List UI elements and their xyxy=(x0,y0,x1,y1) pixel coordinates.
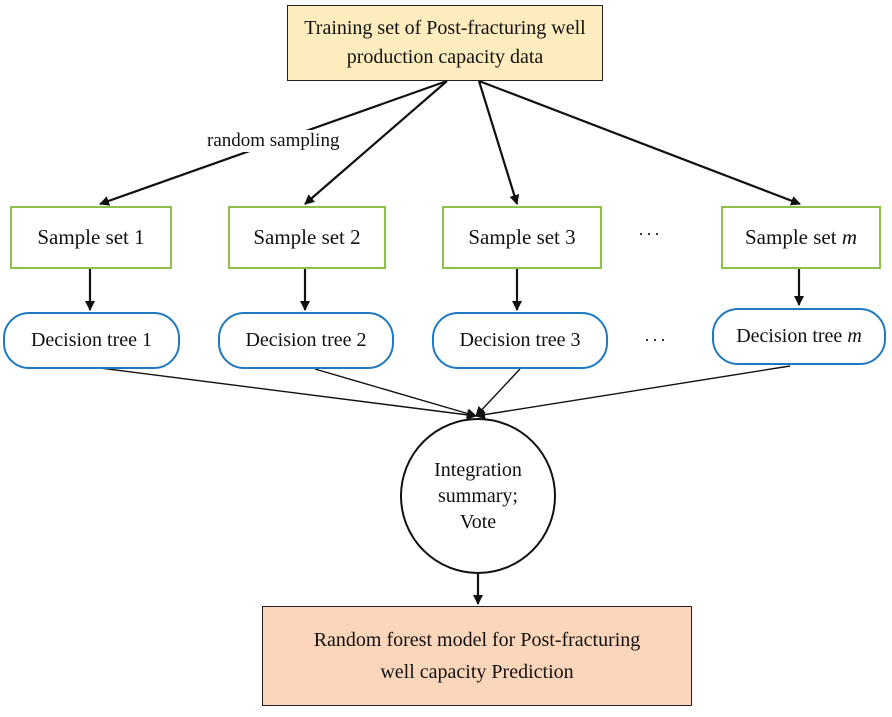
decision-tree-3-label: Decision tree 3 xyxy=(459,329,581,351)
sample-set-3-label: Sample set 3 xyxy=(468,225,576,250)
sample-set-3-box: Sample set 3 xyxy=(442,206,602,269)
sample-set-m-label: Sample set xyxy=(745,225,842,250)
integration-vote-node: Integration summary; Vote xyxy=(400,418,556,574)
decision-tree-m-variable: m xyxy=(847,325,862,347)
training-set-line-2: production capacity data xyxy=(346,46,544,68)
sample-set-m-variable: m xyxy=(841,225,857,250)
arrow-training-to-sample-m xyxy=(478,79,801,206)
decision-tree-2-label: Decision tree 2 xyxy=(245,329,367,351)
sample-set-1-label: Sample set 1 xyxy=(37,225,145,250)
decision-tree-m-label: Decision tree xyxy=(736,325,848,347)
arrow-training-to-sample-3 xyxy=(477,80,520,205)
decision-tree-3-box: Decision tree 3 xyxy=(432,312,608,369)
arrow-training-to-sample-2 xyxy=(304,80,448,205)
random-sampling-label: random sampling xyxy=(205,130,342,152)
random-forest-result-box: Random forest model for Post-fracturing … xyxy=(262,606,692,706)
sample-set-m-box: Sample set m xyxy=(721,206,881,269)
arrow-tree-2-to-integration xyxy=(314,368,477,419)
integration-line-1: Integration xyxy=(434,459,522,481)
result-line-2: well capacity Prediction xyxy=(380,661,574,683)
integration-line-2: summary; xyxy=(438,485,518,507)
samples-ellipsis: ··· xyxy=(638,224,662,244)
training-set-line-1: Training set of Post-fracturing well xyxy=(304,17,586,39)
decision-tree-1-box: Decision tree 1 xyxy=(3,312,180,369)
integration-line-3: Vote xyxy=(459,511,497,533)
result-line-1: Random forest model for Post-fracturing xyxy=(313,629,641,651)
arrow-tree-3-to-integration xyxy=(475,368,521,417)
sample-set-2-box: Sample set 2 xyxy=(228,206,386,269)
training-set-box: Training set of Post-fracturing well pro… xyxy=(287,5,603,81)
arrow-tree-1-to-integration xyxy=(91,366,477,420)
sample-set-2-label: Sample set 2 xyxy=(253,225,361,250)
sample-set-1-box: Sample set 1 xyxy=(10,206,172,269)
decision-tree-2-box: Decision tree 2 xyxy=(218,312,394,369)
arrow-tree-m-to-integration xyxy=(475,365,791,420)
trees-ellipsis: ··· xyxy=(644,330,668,350)
decision-tree-m-box: Decision tree m xyxy=(712,308,886,365)
decision-tree-1-label: Decision tree 1 xyxy=(30,329,153,351)
